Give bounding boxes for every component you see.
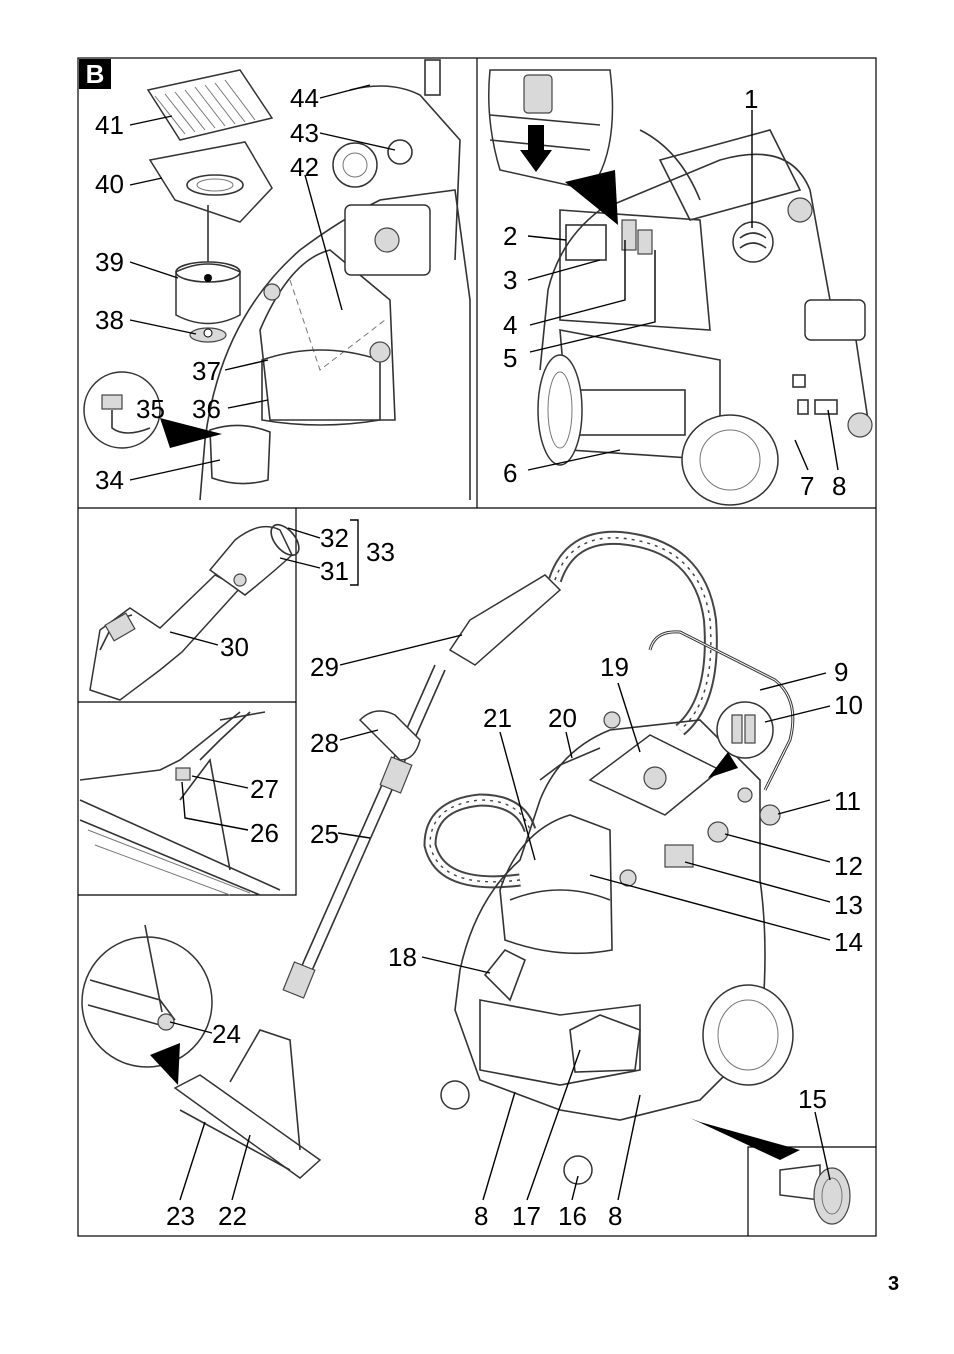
callout-label: 20 <box>548 703 577 733</box>
callout-label: 42 <box>290 152 319 182</box>
callout-label: 2 <box>503 221 517 251</box>
callout-label: 40 <box>95 169 124 199</box>
main-machine-drawing <box>81 530 851 1225</box>
callout-label: 38 <box>95 305 124 335</box>
callout-label: 24 <box>212 1019 241 1049</box>
callout-label: 37 <box>192 356 221 386</box>
callout-label: 25 <box>310 819 339 849</box>
panel-top-right-labels: 1 2 3 4 5 6 7 8 <box>503 84 846 501</box>
callout-label: 12 <box>834 851 863 881</box>
callout-label: 41 <box>95 110 124 140</box>
callout-label: 3 <box>503 265 517 295</box>
callout-label: 10 <box>834 690 863 720</box>
callout-label: 39 <box>95 247 124 277</box>
panel-top-right-drawing <box>488 69 873 506</box>
callout-label: 13 <box>834 890 863 920</box>
callout-label: 15 <box>798 1084 827 1114</box>
callout-label: 16 <box>558 1201 587 1231</box>
panel-nozzle-drawing <box>79 711 281 896</box>
callout-label: 33 <box>366 537 395 567</box>
callout-label: 1 <box>744 84 758 114</box>
callout-label: 43 <box>290 118 319 148</box>
callout-label: 28 <box>310 728 339 758</box>
callout-label: 35 <box>136 394 165 424</box>
callout-label: 29 <box>310 652 339 682</box>
callout-label: 8 <box>474 1201 488 1231</box>
callout-label: 21 <box>483 703 512 733</box>
callout-label: 11 <box>834 786 861 816</box>
callout-label: 9 <box>834 657 848 687</box>
panel-b-labels: 44 43 42 41 40 39 38 37 35 36 34 <box>95 83 319 495</box>
callout-label: 31 <box>320 556 349 586</box>
main-labels: 29 28 25 24 23 22 19 21 20 9 10 11 12 13… <box>166 652 863 1231</box>
callout-label: 22 <box>218 1201 247 1231</box>
callout-label: 26 <box>250 818 279 848</box>
panel-b-drawing <box>83 59 471 501</box>
callout-label: 8 <box>608 1201 622 1231</box>
page-number: 3 <box>888 1273 899 1295</box>
callout-label: 7 <box>800 471 814 501</box>
callout-label: 34 <box>95 465 124 495</box>
callout-label: 14 <box>834 927 863 957</box>
panel-frames <box>77 57 877 1237</box>
section-badge: B <box>79 59 111 89</box>
leader-lines <box>129 84 839 1201</box>
callout-label: 30 <box>220 632 249 662</box>
callout-label: 4 <box>503 310 517 340</box>
panel-tool-handle-drawing <box>89 523 300 701</box>
badge-letter: B <box>86 59 105 89</box>
callout-label: 17 <box>512 1201 541 1231</box>
callout-label: 44 <box>290 83 319 113</box>
callout-label: 5 <box>503 343 517 373</box>
callout-label: 18 <box>388 942 417 972</box>
callout-label: 32 <box>320 523 349 553</box>
panel-nozzle-labels: 27 26 <box>250 774 279 848</box>
callout-label: 19 <box>600 652 629 682</box>
callout-label: 8 <box>832 471 846 501</box>
callout-label: 23 <box>166 1201 195 1231</box>
callout-label: 27 <box>250 774 279 804</box>
panel-tool-handle-labels: 32 31 33 30 <box>220 523 395 662</box>
callout-label: 6 <box>503 458 517 488</box>
callout-label: 36 <box>192 394 221 424</box>
